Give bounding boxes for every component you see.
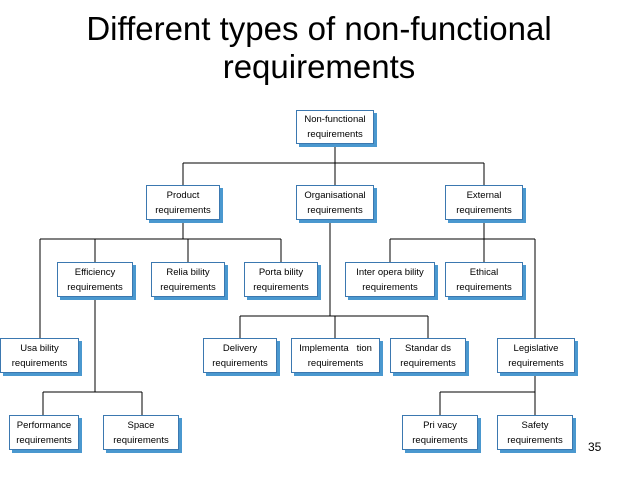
node-performance-line-1: Performance bbox=[16, 419, 72, 431]
node-legislative-line-1: Legislative bbox=[513, 342, 559, 354]
node-safety-requirements: Safety requirements bbox=[497, 415, 573, 450]
node-safety-line-2: requirements bbox=[507, 434, 563, 446]
node-organisational-line-2: requirements bbox=[307, 204, 363, 216]
node-portability-line-1: Porta bility bbox=[258, 266, 304, 278]
node-efficiency-line-1: Efficiency bbox=[74, 266, 116, 278]
node-external-line-1: External bbox=[466, 189, 502, 201]
node-performance-requirements: Performance requirements bbox=[9, 415, 79, 450]
node-ethical-line-1: Ethical bbox=[469, 266, 499, 278]
node-performance-line-2: requirements bbox=[16, 434, 72, 446]
node-ethical-requirements: Ethical requirements bbox=[445, 262, 523, 297]
node-nonfunctional-requirements: Non-functional requirements bbox=[296, 110, 374, 144]
slide-title-line-2: requirements bbox=[222, 48, 416, 85]
slide-title-line-1: Different types of non-functional bbox=[86, 10, 552, 47]
node-safety-line-1: Safety bbox=[521, 419, 549, 431]
node-standards-line-1: Standar ds bbox=[405, 342, 451, 354]
node-organisational-line-1: Organisational bbox=[304, 189, 366, 201]
node-privacy-line-2: requirements bbox=[412, 434, 468, 446]
node-delivery-line-1: Delivery bbox=[222, 342, 258, 354]
node-space-line-2: requirements bbox=[113, 434, 169, 446]
node-ethical-line-2: requirements bbox=[456, 281, 512, 293]
node-product-line-1: Product bbox=[166, 189, 200, 201]
node-space-requirements: Space requirements bbox=[103, 415, 179, 450]
node-efficiency-requirements: Efficiency requirements bbox=[57, 262, 133, 297]
node-legislative-line-2: requirements bbox=[508, 357, 564, 369]
node-standards-requirements: Standar ds requirements bbox=[390, 338, 466, 373]
node-privacy-requirements: Pri vacy requirements bbox=[402, 415, 478, 450]
node-interoperability-line-1: Inter opera bility bbox=[356, 266, 424, 278]
node-interoperability-line-2: requirements bbox=[362, 281, 418, 293]
node-standards-line-2: requirements bbox=[400, 357, 456, 369]
node-privacy-line-1: Pri vacy bbox=[423, 419, 457, 431]
node-reliability-requirements: Relia bility requirements bbox=[151, 262, 225, 297]
node-nonfunctional-line-2: requirements bbox=[307, 129, 363, 140]
node-implementation-requirements: Implementa tion requirements bbox=[291, 338, 380, 373]
node-external-line-2: requirements bbox=[456, 204, 512, 216]
node-legislative-requirements: Legislative requirements bbox=[497, 338, 575, 373]
node-product-requirements: Product requirements bbox=[146, 185, 220, 220]
node-space-line-1: Space bbox=[127, 419, 155, 431]
node-organisational-requirements: Organisational requirements bbox=[296, 185, 374, 220]
node-reliability-line-1: Relia bility bbox=[166, 266, 210, 278]
node-nonfunctional-line-1: Non-functional bbox=[304, 114, 366, 125]
node-delivery-line-2: requirements bbox=[212, 357, 268, 369]
node-portability-line-2: requirements bbox=[253, 281, 309, 293]
node-delivery-requirements: Delivery requirements bbox=[203, 338, 277, 373]
node-portability-requirements: Porta bility requirements bbox=[244, 262, 318, 297]
node-reliability-line-2: requirements bbox=[160, 281, 216, 293]
slide-title: Different types of non-functional requir… bbox=[0, 10, 638, 86]
node-usability-line-1: Usa bility bbox=[20, 342, 59, 354]
node-efficiency-line-2: requirements bbox=[67, 281, 123, 293]
slide-number: 35 bbox=[588, 440, 602, 454]
node-external-requirements: External requirements bbox=[445, 185, 523, 220]
node-implementation-line-2: requirements bbox=[307, 357, 364, 369]
node-usability-line-2: requirements bbox=[11, 357, 68, 369]
node-implementation-line-1: Implementa tion bbox=[299, 342, 372, 354]
node-product-line-2: requirements bbox=[155, 204, 211, 216]
node-interoperability-requirements: Inter opera bility requirements bbox=[345, 262, 435, 297]
node-usability-requirements: Usa bility requirements bbox=[0, 338, 79, 373]
